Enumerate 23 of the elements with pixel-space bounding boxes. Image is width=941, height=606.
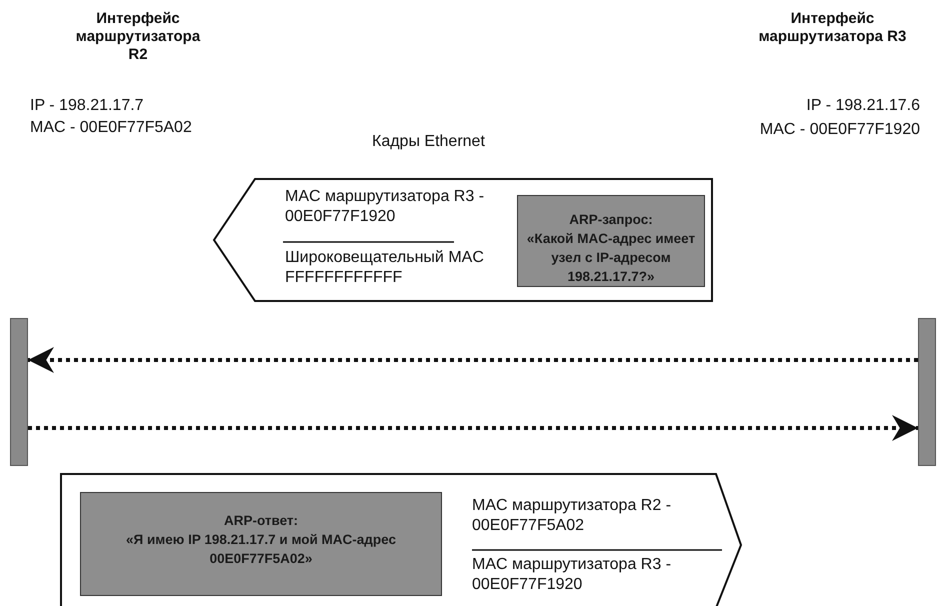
message-box: [80, 492, 442, 596]
mac-address-text: MAC - 00E0F77F1920: [760, 120, 920, 140]
frame-pentagon: [60, 473, 742, 606]
mac-address-text: MAC маршрутизатора R3 - 00E0F77F1920: [285, 187, 500, 235]
ip-address-text: IP - 198.21.17.6: [806, 96, 920, 116]
interface-bar: [918, 318, 936, 466]
arrow: [28, 347, 918, 373]
message-text: «Какой MAC-адрес имеет узел с IP-адресом 198.21.17.7?»: [526, 230, 696, 286]
section-title: Кадры Ethernet: [372, 132, 485, 152]
interface-heading: Интерфейс маршрутизатора R3: [758, 10, 908, 46]
arrow: [28, 415, 918, 441]
mac-address-text: MAC - 00E0F77F5A02: [30, 118, 192, 138]
mac-address-text: Широковещательный MAC FFFFFFFFFFFF: [285, 248, 500, 296]
ip-address-text: IP - 198.21.17.7: [30, 96, 144, 116]
frame-pentagon: [213, 178, 713, 302]
message-title: ARP-ответ:: [222, 512, 300, 530]
mac-address-text: MAC маршрутизатора R3 - 00E0F77F1920: [472, 555, 720, 603]
message-box: [517, 195, 705, 287]
mac-address-text: MAC маршрутизатора R2 - 00E0F77F5A02: [472, 496, 720, 544]
message-text: «Я имею IP 198.21.17.7 и мой MAC-адрес 00E0F77F5A02»: [125, 531, 397, 568]
interface-heading: Интерфейс маршрутизатора R2: [74, 10, 202, 64]
interface-bar: [10, 318, 28, 466]
message-title: ARP-запрос:: [568, 211, 654, 229]
